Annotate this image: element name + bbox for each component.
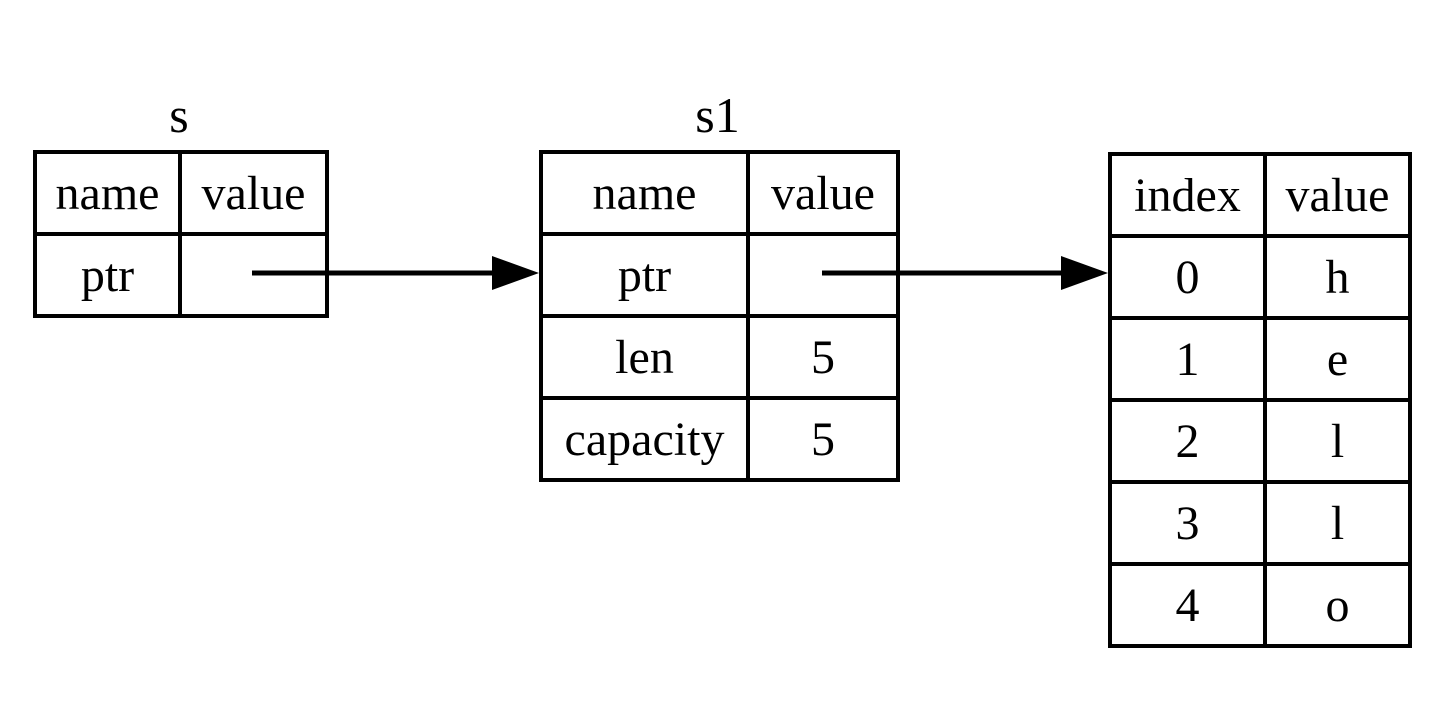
s1-cell-ptr-value [746, 232, 900, 318]
s1-cell-capacity-value: 5 [746, 396, 900, 482]
s-table: name value ptr [33, 150, 329, 318]
heap-cell-2-index: 2 [1108, 398, 1267, 484]
s1-header-row: name value [539, 150, 900, 236]
heap-row-3: 3 l [1108, 480, 1412, 566]
s1-cell-capacity-name: capacity [539, 396, 750, 482]
heap-row-2: 2 l [1108, 398, 1412, 484]
s-header-name: name [33, 150, 182, 236]
heap-cell-4-index: 4 [1108, 562, 1267, 648]
heap-table: index value 0 h 1 e 2 l 3 l 4 o [1108, 152, 1412, 648]
s1-table-title: s1 [695, 87, 740, 143]
heap-header-index: index [1108, 152, 1267, 238]
s-header-row: name value [33, 150, 329, 236]
s1-row-capacity: capacity 5 [539, 396, 900, 482]
s1-row-len: len 5 [539, 314, 900, 400]
heap-cell-1-index: 1 [1108, 316, 1267, 402]
heap-row-4: 4 o [1108, 562, 1412, 648]
heap-cell-3-index: 3 [1108, 480, 1267, 566]
s-row-ptr: ptr [33, 232, 329, 318]
s-header-value: value [178, 150, 329, 236]
s-cell-ptr-name: ptr [33, 232, 182, 318]
s1-cell-ptr-name: ptr [539, 232, 750, 318]
s1-cell-len-name: len [539, 314, 750, 400]
heap-cell-3-value: l [1263, 480, 1412, 566]
s1-row-ptr: ptr [539, 232, 900, 318]
s1-header-value: value [746, 150, 900, 236]
heap-cell-1-value: e [1263, 316, 1412, 402]
heap-cell-0-value: h [1263, 234, 1412, 320]
s1-cell-len-value: 5 [746, 314, 900, 400]
s1-table: name value ptr len 5 capacity 5 [539, 150, 900, 482]
heap-cell-0-index: 0 [1108, 234, 1267, 320]
heap-row-1: 1 e [1108, 316, 1412, 402]
heap-cell-4-value: o [1263, 562, 1412, 648]
heap-row-0: 0 h [1108, 234, 1412, 320]
s-cell-ptr-value [178, 232, 329, 318]
heap-header-row: index value [1108, 152, 1412, 238]
s-table-title: s [169, 87, 189, 143]
heap-cell-2-value: l [1263, 398, 1412, 484]
s1-header-name: name [539, 150, 750, 236]
heap-header-value: value [1263, 152, 1412, 238]
